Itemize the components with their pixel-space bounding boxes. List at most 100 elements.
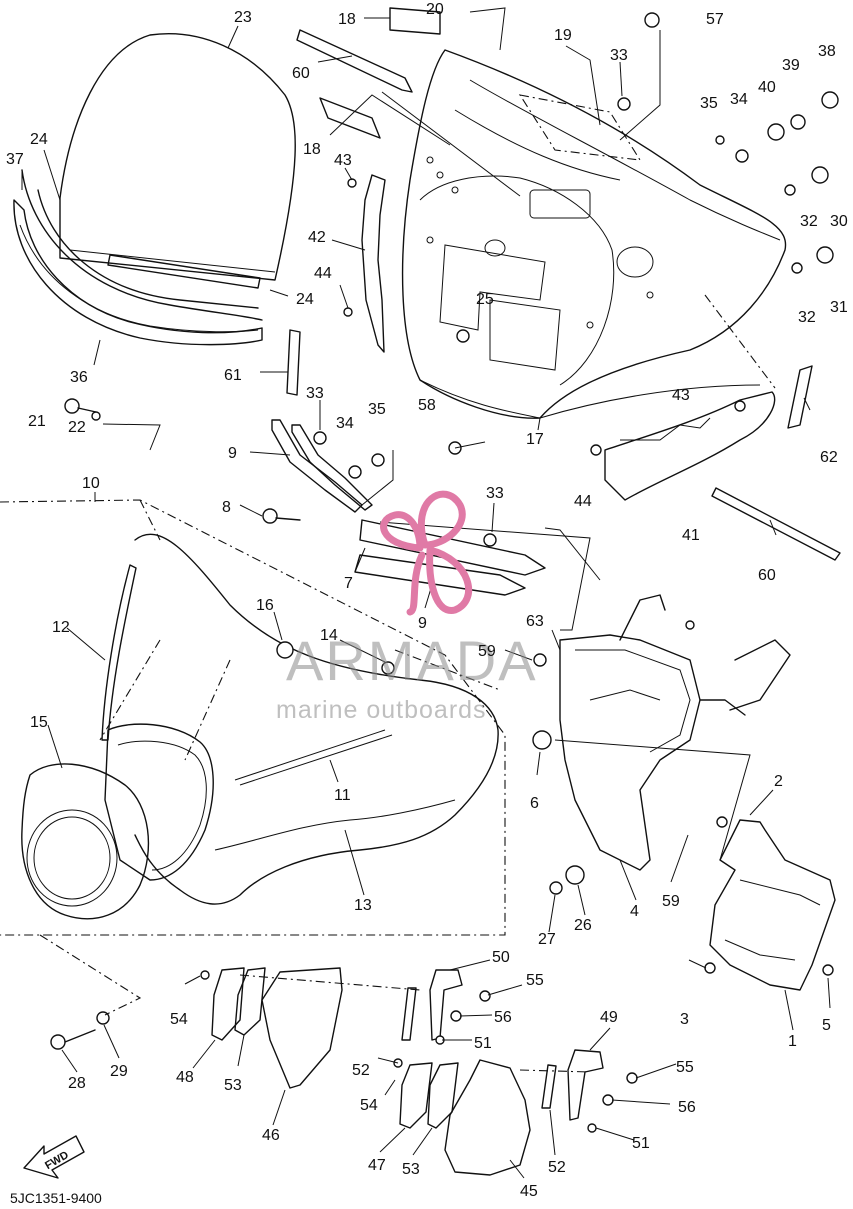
callout-c18b: 18 [303,141,321,158]
callout-c54a: 54 [170,1011,188,1028]
callout-c22: 22 [68,419,86,436]
callout-c33a: 33 [610,47,628,64]
rubber-strip-61 [286,329,301,396]
logo-petal-bottom [406,551,426,616]
windshield [59,33,296,281]
callout-c44a: 44 [314,265,332,282]
callout-c59a: 59 [478,643,496,660]
callout-c35a: 35 [700,95,718,112]
callout-c15: 15 [30,714,48,731]
callout-c60b: 60 [758,567,776,584]
callout-c37: 37 [6,151,24,168]
side-panel-48 [211,967,245,1041]
fasteners [50,12,839,1133]
front-cowl [134,533,499,905]
callout-c48: 48 [176,1069,194,1086]
callout-c42: 42 [308,229,326,246]
callout-c33c: 33 [486,485,504,502]
callout-c18a: 18 [338,11,356,28]
callout-c49: 49 [600,1009,618,1026]
callout-c6: 6 [530,795,539,812]
callout-c16: 16 [256,597,274,614]
callout-c13: 13 [354,897,372,914]
callout-c32b: 32 [798,309,816,326]
callout-c52b: 52 [548,1159,566,1176]
callout-c53b: 53 [402,1161,420,1178]
callout-c4: 4 [630,903,639,920]
callout-c28: 28 [68,1075,86,1092]
callout-c12: 12 [52,619,70,636]
callout-c41: 41 [682,527,700,544]
callout-c27: 27 [538,931,556,948]
tie-strap-right [711,487,841,561]
callout-c55a: 55 [526,972,544,989]
stay-52b [541,1064,557,1109]
callout-c58: 58 [418,397,436,414]
bracket-50 [429,969,463,1041]
headlight-rim [104,723,214,881]
rubber-strip-62 [787,365,813,429]
watermark-tagline: marine outboards [276,696,487,724]
callout-c47: 47 [368,1157,386,1174]
side-panel-53a [234,967,266,1036]
stay-52a [401,987,417,1041]
callout-c44b: 44 [574,493,592,510]
callout-c35b: 35 [368,401,386,418]
bracket-left-stay [361,174,386,353]
callout-c24b: 24 [296,291,314,308]
callout-c8: 8 [222,499,231,516]
callout-c63: 63 [526,613,544,630]
callout-c31: 31 [830,299,848,316]
callout-c20: 20 [426,1,444,18]
callout-c43a: 43 [334,152,352,169]
part-code: 5JC1351-9400 [10,1190,102,1206]
callout-c14: 14 [320,627,338,644]
leader-lines [21,7,831,1179]
stay-bracket-upper [271,419,373,513]
cowl-side-strip [101,564,137,741]
watermark-brand: ARMADA [286,629,538,692]
callout-c17: 17 [526,431,544,448]
headlight-cover-ring [21,763,150,920]
callout-c52a: 52 [352,1062,370,1079]
callout-c56a: 56 [494,1009,512,1026]
callout-c50: 50 [492,949,510,966]
watermark: ARMADA marine outboards [276,490,538,724]
callout-c1: 1 [788,1033,797,1050]
callout-c7: 7 [344,575,353,592]
callout-c59b: 59 [662,893,680,910]
callout-c61: 61 [224,367,242,384]
callout-c57: 57 [706,11,724,28]
fwd-arrow: FWD [23,1135,85,1179]
callout-c38: 38 [818,43,836,60]
callout-c29: 29 [110,1063,128,1080]
callout-c45: 45 [520,1183,538,1200]
callout-c19: 19 [554,27,572,44]
callout-c51a: 51 [474,1035,492,1052]
callout-c60a: 60 [292,65,310,82]
callout-c21: 21 [28,413,46,430]
callout-c23: 23 [234,9,252,26]
callout-c2: 2 [774,773,783,790]
callout-c56b: 56 [678,1099,696,1116]
callout-c36: 36 [70,369,88,386]
lower-frame [709,819,836,991]
callout-c62: 62 [820,449,838,466]
callout-c33b: 33 [306,385,324,402]
callout-c9a: 9 [228,445,237,462]
callout-c55b: 55 [676,1059,694,1076]
callout-c39: 39 [782,57,800,74]
logo-petal-right [426,546,473,614]
side-panel-47 [399,1062,433,1129]
callout-c3: 3 [680,1011,689,1028]
callout-c24a: 24 [30,131,48,148]
side-panel-53b [427,1062,459,1129]
callout-c32a: 32 [800,213,818,230]
side-panel-45 [444,1059,531,1176]
callout-c54b: 54 [360,1097,378,1114]
bracket-49 [567,1049,604,1121]
callout-c11: 11 [334,787,351,804]
